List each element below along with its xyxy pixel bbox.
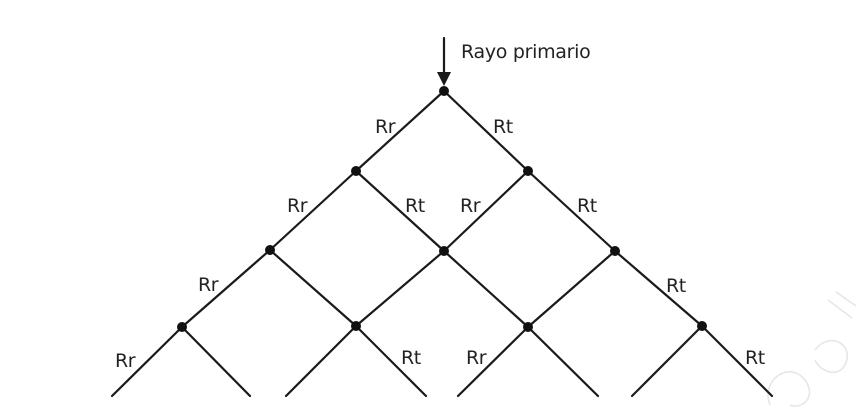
edge: [526, 325, 600, 398]
edge: [700, 324, 774, 398]
reflected-ray-label: Rr: [460, 195, 481, 217]
intersection-node: [265, 245, 275, 255]
reflected-ray-label: Rr: [375, 116, 396, 138]
intersection-node: [439, 246, 449, 256]
edge: [180, 248, 272, 329]
reflected-ray-label: Rr: [466, 347, 487, 369]
intersection-node: [351, 321, 361, 331]
transmitted-ray-label: Rt: [401, 347, 421, 369]
ray-tree-edges: [110, 89, 774, 398]
edge: [442, 89, 530, 173]
transmitted-ray-label: Rt: [666, 275, 686, 297]
edge: [526, 169, 617, 253]
transmitted-ray-label: Rt: [493, 116, 513, 138]
watermark: [767, 291, 856, 407]
ray-tree-nodes: [177, 86, 707, 332]
edge: [354, 169, 446, 253]
edge: [180, 325, 252, 398]
edge: [526, 249, 617, 329]
intersection-node: [610, 246, 620, 256]
transmitted-ray-label: Rt: [577, 195, 597, 217]
intersection-node: [523, 166, 533, 176]
edge: [613, 249, 704, 328]
intersection-node: [351, 166, 361, 176]
edge: [442, 249, 530, 329]
edge: [456, 325, 530, 398]
reflected-ray-label: Rr: [287, 195, 308, 217]
edge: [354, 89, 446, 173]
primary-ray-arrow: [437, 36, 451, 86]
edge: [284, 324, 358, 398]
edge: [354, 324, 428, 398]
primary-ray-label: Rayo primario: [461, 41, 590, 63]
reflected-ray-label: Rr: [198, 274, 219, 296]
intersection-node: [523, 322, 533, 332]
transmitted-ray-label: Rt: [405, 195, 425, 217]
reflected-ray-label: Rr: [115, 350, 136, 372]
edge: [442, 169, 530, 253]
edge: [630, 324, 704, 398]
edge: [110, 325, 184, 398]
edge: [354, 249, 446, 328]
edge: [268, 248, 358, 328]
intersection-node: [439, 86, 449, 96]
intersection-node: [697, 321, 707, 331]
edge: [268, 169, 358, 252]
transmitted-ray-label: Rt: [745, 347, 765, 369]
intersection-node: [177, 322, 187, 332]
